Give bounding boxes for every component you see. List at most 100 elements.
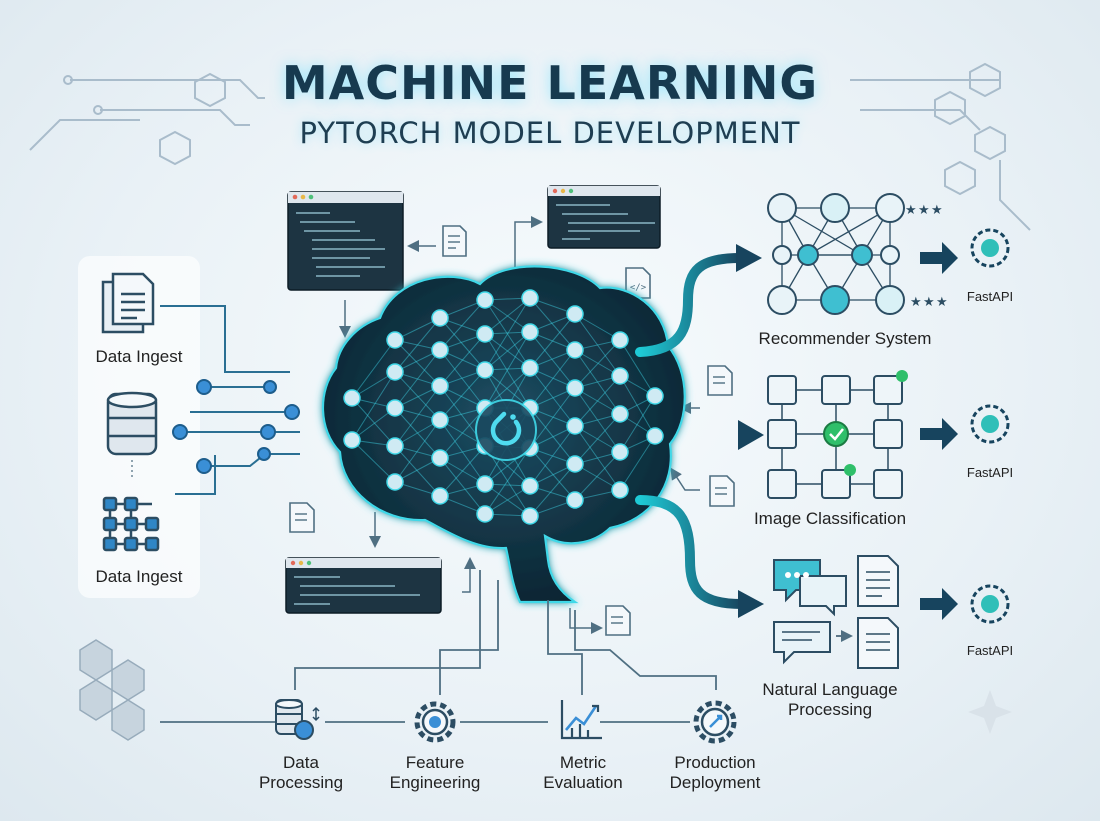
network-edge: [574, 313, 621, 377]
network-edge: [484, 483, 531, 517]
network-node: [521, 289, 539, 307]
network-edge: [619, 395, 656, 453]
network-edge: [529, 331, 576, 389]
code-panel-top-left: [287, 191, 404, 291]
network-edge: [529, 387, 576, 449]
network-edge: [484, 369, 531, 409]
svg-text:★: ★: [905, 203, 917, 218]
network-edge: [529, 349, 576, 409]
database-icon: [106, 391, 158, 456]
network-edge: [394, 339, 441, 387]
fastapi-label-3: FastAPI: [966, 643, 1014, 658]
network-node: [476, 325, 494, 343]
network-edge: [529, 407, 576, 465]
network-edge: [529, 425, 576, 487]
network-node: [646, 387, 664, 405]
svg-text:★: ★: [910, 295, 922, 310]
network-node: [521, 477, 539, 495]
graph-grid-icon: [102, 496, 160, 552]
network-edge: [574, 425, 621, 491]
network-edge: [619, 339, 656, 397]
network-node: [611, 443, 629, 461]
check-icon: [823, 421, 849, 447]
network-edge: [484, 297, 531, 371]
pipeline-label-data-processing-1: Data: [283, 753, 319, 772]
network-edge: [351, 339, 396, 399]
network-node: [476, 361, 494, 379]
document-icon: [101, 272, 155, 334]
app-label-nlp-line2: Processing: [787, 700, 873, 719]
network-edge: [439, 299, 486, 351]
network-node: [521, 323, 539, 341]
network-node: [343, 431, 361, 449]
network-edge: [394, 407, 441, 459]
network-edge: [529, 297, 576, 351]
network-node: [611, 367, 629, 385]
network-edge: [351, 397, 396, 447]
network-edge: [484, 485, 531, 515]
page-subtitle: PYTORCH MODEL DEVELOPMENT: [299, 116, 801, 150]
network-edge: [529, 367, 576, 427]
network-node: [386, 363, 404, 381]
pipeline-label-metric-evaluation-1: Metric: [559, 753, 607, 772]
database-clock-icon: [275, 699, 320, 740]
network-node: [431, 309, 449, 327]
network-node: [611, 331, 629, 349]
svg-text:★: ★: [923, 295, 935, 310]
pipeline-label-feature-engineering-1: Feature: [405, 753, 465, 772]
network-edge: [529, 447, 576, 501]
network-node: [646, 427, 664, 445]
network-edge: [574, 349, 621, 415]
network-node: [386, 331, 404, 349]
network-node: [431, 411, 449, 429]
network-edge: [351, 407, 396, 441]
network-edge: [484, 331, 531, 409]
network-edge: [484, 447, 531, 515]
network-edge: [439, 407, 486, 459]
network-edge: [394, 371, 441, 421]
pipeline-label-data-processing-2: Processing: [258, 773, 344, 792]
pipeline-label-feature-engineering-2: Engineering: [389, 773, 481, 792]
network-node: [521, 359, 539, 377]
network-node: [476, 505, 494, 523]
network-edge: [394, 317, 441, 373]
network-edge: [574, 387, 621, 453]
network-edge: [574, 339, 621, 389]
hexagon-decoration-bottom-left: [79, 639, 145, 741]
network-edge: [394, 445, 441, 497]
network-edge: [484, 299, 531, 369]
gear-icon: [414, 701, 456, 743]
network-edge: [529, 463, 576, 517]
svg-text:</>: </>: [630, 283, 647, 293]
network-node: [566, 305, 584, 323]
network-edge: [439, 349, 486, 409]
network-node: [386, 473, 404, 491]
network-node: [566, 417, 584, 435]
page-title: MACHINE LEARNING: [281, 56, 819, 110]
network-edge: [351, 371, 396, 441]
app-label-nlp-line1: Natural Language: [762, 680, 898, 699]
network-node: [476, 475, 494, 493]
network-edge: [394, 419, 441, 483]
pipeline-connectors: [160, 570, 717, 723]
network-edge: [439, 369, 486, 421]
network-node: [386, 399, 404, 417]
pipeline-label-production-deployment-2: Deployment: [669, 773, 761, 792]
network-edge: [394, 349, 441, 409]
network-node: [566, 341, 584, 359]
circuit-decoration-right: [850, 62, 1031, 231]
network-edge: [439, 419, 486, 485]
svg-text:★: ★: [936, 295, 948, 310]
pipeline-label-metric-evaluation-2: Evaluation: [543, 773, 623, 792]
network-edge: [574, 451, 621, 501]
svg-text:★: ★: [931, 203, 943, 218]
network-edge: [484, 333, 531, 409]
network-node: [431, 341, 449, 359]
network-edge: [574, 375, 621, 427]
pytorch-logo: [475, 399, 537, 461]
deploy-arrows: [920, 242, 958, 620]
input-label-data-ingest-2: Data Ingest: [95, 567, 183, 586]
network-edge: [484, 299, 531, 333]
network-node: [611, 481, 629, 499]
